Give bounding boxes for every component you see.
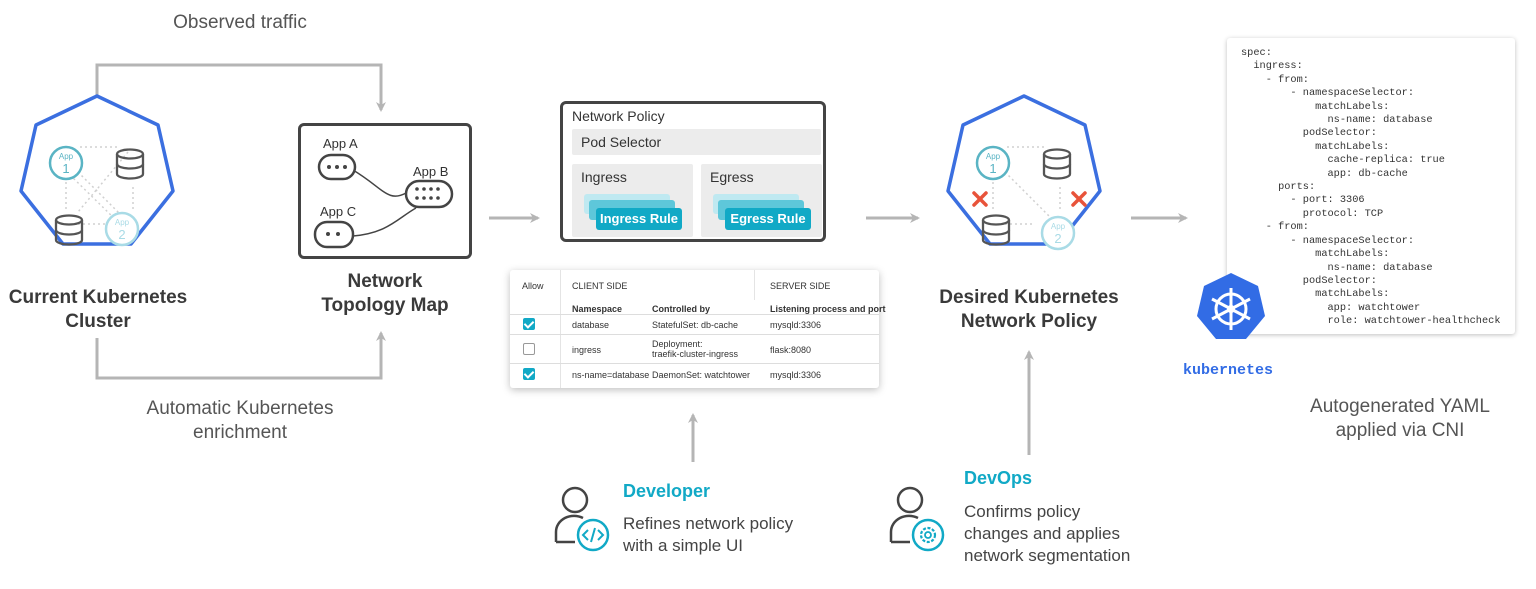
table-row-1-listening: mysqld:3306 — [770, 320, 822, 330]
table-row-1-namespace: database — [572, 320, 610, 330]
table-row-2-controlled-by: Deployment: traefik-cluster-ingress — [652, 339, 739, 359]
enrichment-label: Automatic Kubernetes enrichment — [146, 398, 334, 443]
ingress-label: Ingress — [581, 169, 627, 185]
egress-rule-button[interactable]: Egress Rule — [725, 208, 811, 230]
controlled-by-column-header: Controlled by — [652, 304, 710, 314]
svg-text:App B: App B — [413, 164, 448, 179]
current-cluster-label: Current Kubernetes Cluster — [8, 287, 188, 332]
ingress-rule-button[interactable]: Ingress Rule — [596, 208, 682, 230]
table-row-3-controlled-by: DaemonSet: watchtower — [652, 370, 751, 380]
row-3-checkbox[interactable] — [523, 368, 535, 380]
svg-text:1: 1 — [989, 161, 996, 176]
ingress-section: Ingress Ingress Rule — [572, 164, 693, 237]
table-row-3-namespace: ns-name=database — [572, 370, 650, 380]
kubernetes-wordmark: kubernetes — [1183, 362, 1274, 379]
devops-icon — [889, 486, 945, 552]
table-row-1-controlled-by: StatefulSet: db-cache — [652, 320, 739, 330]
client-side-header: CLIENT SIDE — [572, 281, 628, 291]
desired-policy-label: Desired Kubernetes Network Policy — [939, 287, 1119, 332]
policy-table: Allow CLIENT SIDE SERVER SIDE Namespace … — [510, 270, 886, 388]
svg-text:App C: App C — [320, 204, 356, 219]
developer-title: Developer — [623, 481, 711, 501]
svg-text:App A: App A — [323, 136, 358, 151]
table-row-3-listening: mysqld:3306 — [770, 370, 822, 380]
svg-text:2: 2 — [118, 227, 125, 242]
svg-text:1: 1 — [62, 161, 69, 176]
observed-traffic-label: Observed traffic — [173, 12, 307, 33]
svg-text:App: App — [1051, 222, 1066, 231]
devops-description: Confirms policy changes and applies netw… — [964, 502, 1131, 565]
enrichment-arrow — [95, 331, 386, 380]
allow-header: Allow — [522, 281, 544, 291]
egress-label: Egress — [710, 169, 754, 185]
kubernetes-logo-icon — [1197, 273, 1265, 339]
listening-column-header: Listening process and port — [770, 304, 886, 314]
yaml-code: spec: ingress: - from: - namespaceSelect… — [1241, 47, 1501, 328]
topology-map-label: Network Topology Map — [321, 271, 449, 316]
namespace-column-header: Namespace — [572, 304, 623, 314]
devops-title: DevOps — [964, 468, 1033, 488]
observed-traffic-arrow — [95, 63, 386, 112]
svg-text:App: App — [986, 152, 1001, 161]
pod-selector[interactable]: Pod Selector — [572, 129, 821, 155]
yaml-caption: Autogenerated YAML applied via CNI — [1310, 396, 1490, 441]
server-side-header: SERVER SIDE — [770, 281, 831, 291]
current-cluster-diagram: App 1 App 2 — [19, 94, 175, 247]
svg-text:App: App — [115, 218, 130, 227]
deny-x-icon — [972, 191, 1087, 207]
network-policy-card[interactable]: Network Policy Pod Selector Ingress Ingr… — [560, 101, 826, 242]
egress-section: Egress Egress Rule — [701, 164, 822, 237]
network-policy-title: Network Policy — [572, 108, 665, 124]
yaml-card: spec: ingress: - from: - namespaceSelect… — [1227, 38, 1515, 334]
svg-text:2: 2 — [1054, 231, 1061, 246]
row-1-checkbox[interactable] — [523, 318, 535, 330]
desired-policy-diagram: App 1 App 2 — [946, 94, 1102, 251]
developer-icon — [554, 486, 610, 552]
svg-text:App: App — [59, 152, 74, 161]
table-row-2-listening: flask:8080 — [770, 345, 812, 355]
table-row-2-namespace: ingress — [572, 345, 602, 355]
topology-map-diagram: App A App B App C — [313, 136, 454, 249]
developer-description: Refines network policy with a simple UI — [623, 514, 794, 555]
row-2-checkbox[interactable] — [523, 343, 535, 355]
